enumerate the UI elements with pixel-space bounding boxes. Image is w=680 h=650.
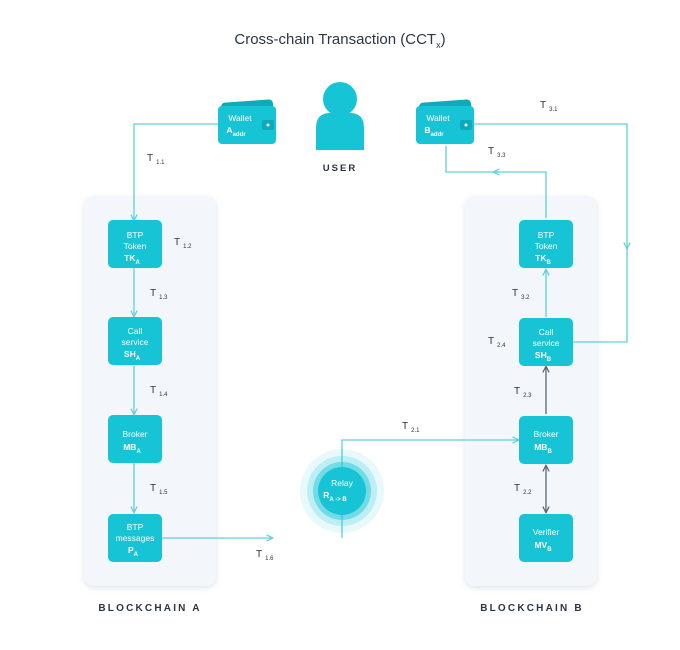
relay-id: RA -> B (323, 490, 347, 503)
node-broker-a-line1: Broker (122, 429, 147, 439)
node-broker-b[interactable]: Broker MBB (519, 416, 573, 464)
node-btp-a-line1: BTP (127, 522, 144, 532)
wallet-b[interactable]: Wallet Baddr (416, 99, 474, 144)
node-token-a[interactable]: BTP Token TKA (108, 220, 162, 268)
wallet-b-id: Baddr (424, 125, 444, 138)
node-call-a[interactable]: Call service SHA (108, 317, 162, 365)
node-verifier-b[interactable]: Verifier MVB (519, 514, 573, 562)
blockchain-b-label: BLOCKCHAIN B (480, 603, 584, 614)
node-btp-a-line2: messages (116, 533, 155, 543)
wallet-b-label: Wallet (426, 113, 450, 123)
node-broker-b-id: MBB (534, 442, 552, 455)
user-icon (316, 82, 364, 150)
node-broker-a[interactable]: Broker MBA (108, 415, 162, 463)
node-broker-a-id: MBA (123, 442, 141, 455)
node-broker-b-line1: Broker (533, 429, 558, 439)
node-verifier-b-id: MVB (534, 540, 552, 553)
node-token-a-line2: Token (124, 241, 147, 251)
node-token-b[interactable]: BTP Token TKB (519, 220, 573, 268)
node-call-b-id: SHB (535, 350, 552, 363)
node-call-a-line2: service (122, 337, 149, 347)
relay-label: Relay (331, 478, 353, 488)
edge-t24 (572, 248, 628, 343)
node-token-b-id: TKB (535, 253, 551, 266)
node-verifier-b-line1: Verifier (533, 527, 560, 537)
relay-node[interactable]: Relay RA -> B (300, 449, 384, 533)
blockchain-b-panel (465, 196, 597, 586)
node-token-b-line2: Token (535, 241, 558, 251)
user-label: USER (323, 163, 357, 174)
blockchain-a-label: BLOCKCHAIN A (98, 603, 201, 614)
wallet-a[interactable]: Wallet Aaddr (218, 99, 276, 144)
node-token-a-line1: BTP (127, 230, 144, 240)
node-token-a-id: TKA (124, 253, 140, 266)
node-call-a-id: SHA (124, 349, 141, 362)
node-token-b-line1: BTP (538, 230, 555, 240)
node-btp-messages-a[interactable]: BTP messages PA (108, 514, 162, 562)
diagram-title: Cross-chain Transaction (CCTx) (234, 31, 445, 50)
node-call-b-line1: Call (539, 327, 554, 337)
title-main: Cross-chain Transaction (CCT (234, 31, 436, 48)
edge-t11 (134, 123, 218, 220)
node-call-b[interactable]: Call service SHB (519, 318, 573, 366)
title-sub: x (436, 40, 441, 50)
node-call-a-line1: Call (128, 326, 143, 336)
blockchain-a-panel (84, 196, 216, 586)
edge-t31 (474, 123, 627, 248)
title-close: ) (441, 31, 446, 48)
node-call-b-line2: service (533, 338, 560, 348)
wallet-a-label: Wallet (228, 113, 252, 123)
node-btp-a-id: PA (128, 545, 139, 558)
wallet-a-id: Aaddr (226, 125, 246, 138)
